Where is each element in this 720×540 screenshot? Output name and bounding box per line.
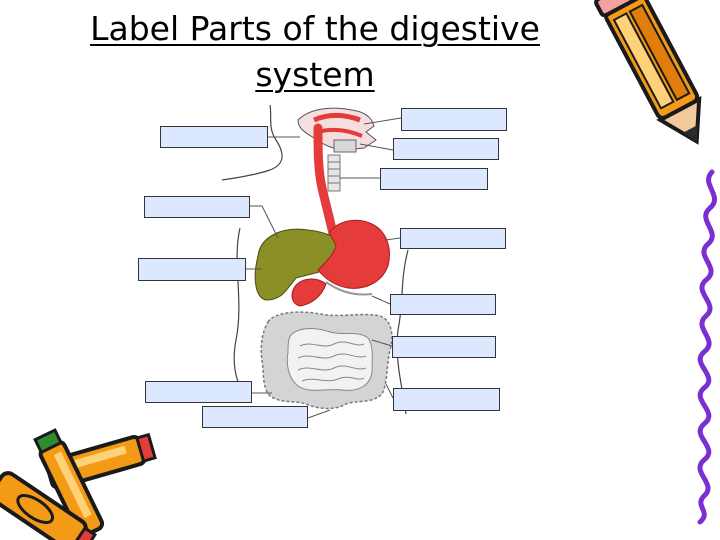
label-box-12[interactable] — [202, 406, 308, 428]
label-box-11[interactable] — [393, 388, 500, 411]
label-box-5[interactable] — [144, 196, 250, 218]
pencil-icon — [594, 0, 702, 145]
esophagus — [313, 123, 339, 243]
label-box-2[interactable] — [401, 108, 507, 131]
crayons-icon — [0, 428, 157, 540]
title-line-1: Label Parts of the digestive — [90, 9, 540, 48]
head-structures — [297, 107, 377, 192]
label-box-9[interactable] — [392, 336, 496, 358]
label-box-3[interactable] — [393, 138, 499, 160]
label-box-1[interactable] — [160, 126, 268, 148]
label-box-8[interactable] — [390, 294, 496, 315]
label-box-4[interactable] — [380, 168, 488, 190]
pancreas — [291, 278, 327, 307]
label-box-10[interactable] — [145, 381, 252, 403]
small-intestine — [286, 328, 373, 391]
leader-lines — [246, 117, 402, 419]
label-box-7[interactable] — [138, 258, 246, 281]
squiggle-border — [697, 169, 717, 525]
label-box-6[interactable] — [400, 228, 506, 249]
title-line-2: system — [255, 55, 375, 94]
stomach — [317, 219, 390, 289]
page-title: Label Parts of the digestive system — [40, 6, 590, 98]
